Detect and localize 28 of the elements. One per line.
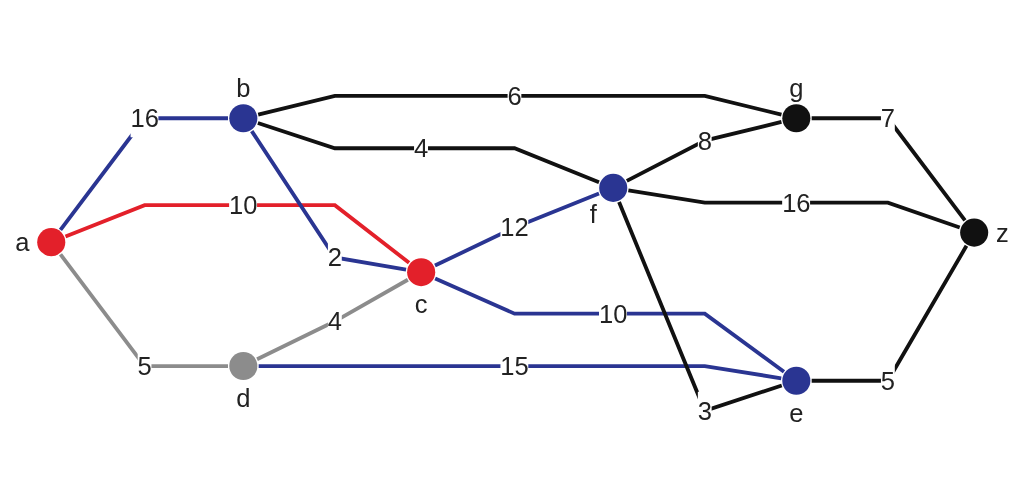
edge-line xyxy=(258,364,782,381)
vertex-dot xyxy=(599,173,628,202)
vertex-label: d xyxy=(236,383,251,412)
vertex-label: a xyxy=(15,228,30,257)
edge-line xyxy=(257,94,782,117)
edge-line xyxy=(256,278,409,362)
vertex-dot xyxy=(229,352,258,381)
vertex-label: f xyxy=(589,200,597,229)
edge-line xyxy=(64,203,411,265)
vertex-dot xyxy=(960,218,989,247)
vertex-dot xyxy=(37,228,66,257)
vertex-dot xyxy=(782,104,811,133)
vertex-label: z xyxy=(995,218,1009,247)
edge-line xyxy=(628,188,961,230)
vertex-label: c xyxy=(414,290,428,319)
edge-line xyxy=(257,121,600,184)
vertex-dot xyxy=(407,258,436,287)
edge-line xyxy=(58,253,228,368)
vertex-label: b xyxy=(236,73,251,102)
vertex-label: e xyxy=(789,398,804,427)
vertex-dot xyxy=(782,366,811,395)
edge-line xyxy=(434,276,786,374)
edge-line xyxy=(811,244,969,383)
vertex-dot xyxy=(229,104,258,133)
edge-line xyxy=(250,130,407,272)
edge-line xyxy=(811,116,967,222)
vertex-label: g xyxy=(789,73,804,102)
edge-line xyxy=(625,120,782,183)
